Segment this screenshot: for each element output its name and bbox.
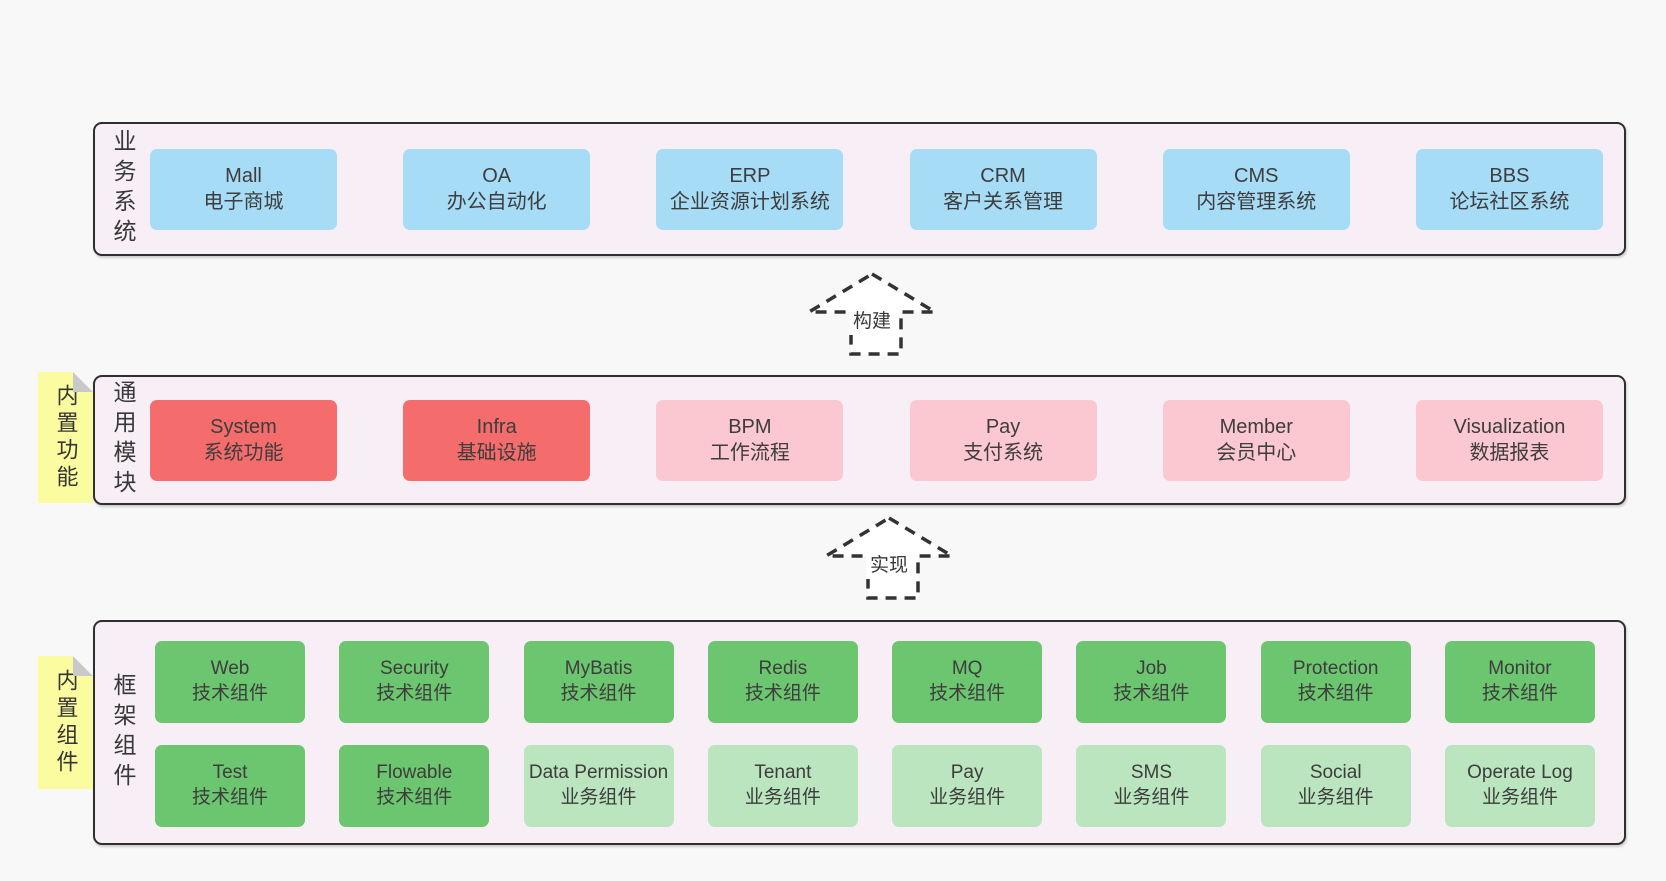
box-title: Social — [1309, 762, 1362, 784]
box-title: Flowable — [376, 762, 453, 784]
box-subtitle: 电子商城 — [203, 191, 284, 213]
box-subtitle: 技术组件 — [560, 683, 637, 704]
build-arrow-icon: 构建 — [805, 271, 939, 356]
box-subtitle: 基础设施 — [456, 442, 537, 464]
box-title: Security — [379, 658, 449, 680]
box-subtitle: 技术组件 — [744, 683, 821, 704]
box-title: Visualization — [1453, 415, 1566, 438]
box-title: CMS — [1234, 164, 1279, 187]
box-title: Job — [1136, 658, 1167, 680]
built-in-components-note: 内置组件 — [38, 656, 93, 789]
built-in-functions-note: 内置功能 — [38, 372, 93, 503]
box-erp: ERP 企业资源计划系统 — [656, 148, 844, 230]
implement-arrow-label: 实现 — [870, 554, 908, 576]
framework-components-grid: Web 技术组件 Security 技术组件 MyBatis 技术组件 Redi… — [155, 641, 1595, 827]
box-subtitle: 内容管理系统 — [1196, 191, 1317, 213]
box-title: OA — [482, 164, 512, 187]
box-title: Monitor — [1488, 658, 1552, 680]
box-social: Social 业务组件 — [1260, 745, 1411, 827]
box-sms: SMS 业务组件 — [1076, 745, 1227, 827]
box-infra: Infra 基础设施 — [403, 399, 591, 481]
box-title: Pay — [950, 762, 984, 784]
box-flowable: Flowable 技术组件 — [339, 745, 490, 827]
box-subtitle: 业务组件 — [1481, 787, 1558, 808]
implement-arrow-icon: 实现 — [822, 515, 956, 600]
box-title: Redis — [758, 658, 808, 680]
box-title: Data Permission — [528, 762, 669, 784]
box-mall: Mall 电子商城 — [150, 148, 337, 230]
box-subtitle: 业务组件 — [744, 787, 821, 808]
box-title: System — [210, 415, 277, 438]
box-subtitle: 业务组件 — [929, 787, 1006, 808]
box-title: Test — [212, 762, 248, 784]
box-subtitle: 技术组件 — [376, 787, 453, 808]
box-title: Web — [210, 658, 250, 680]
box-subtitle: 技术组件 — [929, 683, 1006, 704]
box-subtitle: 技术组件 — [191, 787, 268, 808]
box-title: Protection — [1292, 658, 1379, 680]
box-system: System 系统功能 — [150, 399, 337, 481]
box-member: Member 会员中心 — [1162, 399, 1350, 481]
box-subtitle: 论坛社区系统 — [1449, 191, 1570, 213]
box-title: Tenant — [754, 762, 812, 784]
box-subtitle: 工作流程 — [709, 442, 790, 464]
box-security: Security 技术组件 — [339, 641, 490, 723]
box-cms: CMS 内容管理系统 — [1162, 148, 1350, 230]
box-subtitle: 技术组件 — [1297, 683, 1374, 704]
business-systems-panel: 业务系统 Mall 电子商城 OA 办公自动化 ERP 企业资源计划系统 CRM… — [93, 122, 1626, 256]
box-subtitle: 业务组件 — [1297, 787, 1374, 808]
box-subtitle: 支付系统 — [963, 442, 1044, 464]
box-pay-module: Pay 支付系统 — [909, 399, 1097, 481]
box-title: ERP — [729, 164, 771, 187]
box-protection: Protection 技术组件 — [1260, 641, 1411, 723]
box-mybatis: MyBatis 技术组件 — [523, 641, 674, 723]
box-pay-component: Pay 业务组件 — [892, 745, 1043, 827]
box-subtitle: 技术组件 — [191, 683, 268, 704]
box-subtitle: 技术组件 — [1113, 683, 1190, 704]
box-tenant: Tenant 业务组件 — [707, 745, 858, 827]
common-modules-panel: 通用模块 System 系统功能 Infra 基础设施 BPM 工作流程 Pay… — [93, 375, 1626, 505]
box-title: Mall — [225, 164, 262, 187]
box-subtitle: 技术组件 — [376, 683, 453, 704]
box-visualization: Visualization 数据报表 — [1415, 399, 1603, 481]
box-subtitle: 数据报表 — [1469, 442, 1550, 464]
framework-components-label: 框架组件 — [110, 672, 136, 793]
box-test: Test 技术组件 — [155, 745, 305, 827]
box-title: BPM — [728, 415, 772, 438]
box-subtitle: 客户关系管理 — [943, 191, 1064, 213]
box-title: Operate Log — [1467, 762, 1573, 784]
framework-components-panel: 框架组件 Web 技术组件 Security 技术组件 MyBatis 技术组件… — [93, 620, 1626, 845]
box-job: Job 技术组件 — [1076, 641, 1227, 723]
box-title: BBS — [1489, 164, 1530, 187]
box-subtitle: 系统功能 — [203, 442, 284, 464]
business-systems-row: Mall 电子商城 OA 办公自动化 ERP 企业资源计划系统 CRM 客户关系… — [150, 124, 1603, 254]
business-systems-label: 业务系统 — [110, 129, 136, 249]
box-title: CRM — [980, 164, 1026, 187]
box-bbs: BBS 论坛社区系统 — [1415, 148, 1603, 230]
box-crm: CRM 客户关系管理 — [909, 148, 1097, 230]
box-oa: OA 办公自动化 — [403, 148, 591, 230]
box-subtitle: 会员中心 — [1216, 442, 1297, 464]
box-title: SMS — [1130, 762, 1172, 784]
box-title: Member — [1219, 415, 1293, 438]
common-modules-label: 通用模块 — [110, 380, 136, 500]
box-subtitle: 业务组件 — [1113, 787, 1190, 808]
box-subtitle: 企业资源计划系统 — [669, 191, 830, 213]
common-modules-row: System 系统功能 Infra 基础设施 BPM 工作流程 Pay 支付系统… — [150, 377, 1603, 503]
box-title: Infra — [476, 415, 517, 438]
build-arrow-label: 构建 — [853, 310, 891, 332]
box-title: MQ — [951, 658, 983, 680]
box-monitor: Monitor 技术组件 — [1444, 641, 1595, 723]
box-subtitle: 办公自动化 — [446, 191, 547, 213]
box-subtitle: 技术组件 — [1481, 683, 1558, 704]
box-subtitle: 业务组件 — [560, 787, 637, 808]
box-mq: MQ 技术组件 — [892, 641, 1043, 723]
box-title: Pay — [985, 415, 1021, 438]
box-title: MyBatis — [564, 658, 633, 680]
box-redis: Redis 技术组件 — [707, 641, 858, 723]
box-operate-log: Operate Log 业务组件 — [1444, 745, 1595, 827]
box-data-permission: Data Permission 业务组件 — [523, 745, 674, 827]
box-web: Web 技术组件 — [155, 641, 305, 723]
box-bpm: BPM 工作流程 — [656, 399, 844, 481]
